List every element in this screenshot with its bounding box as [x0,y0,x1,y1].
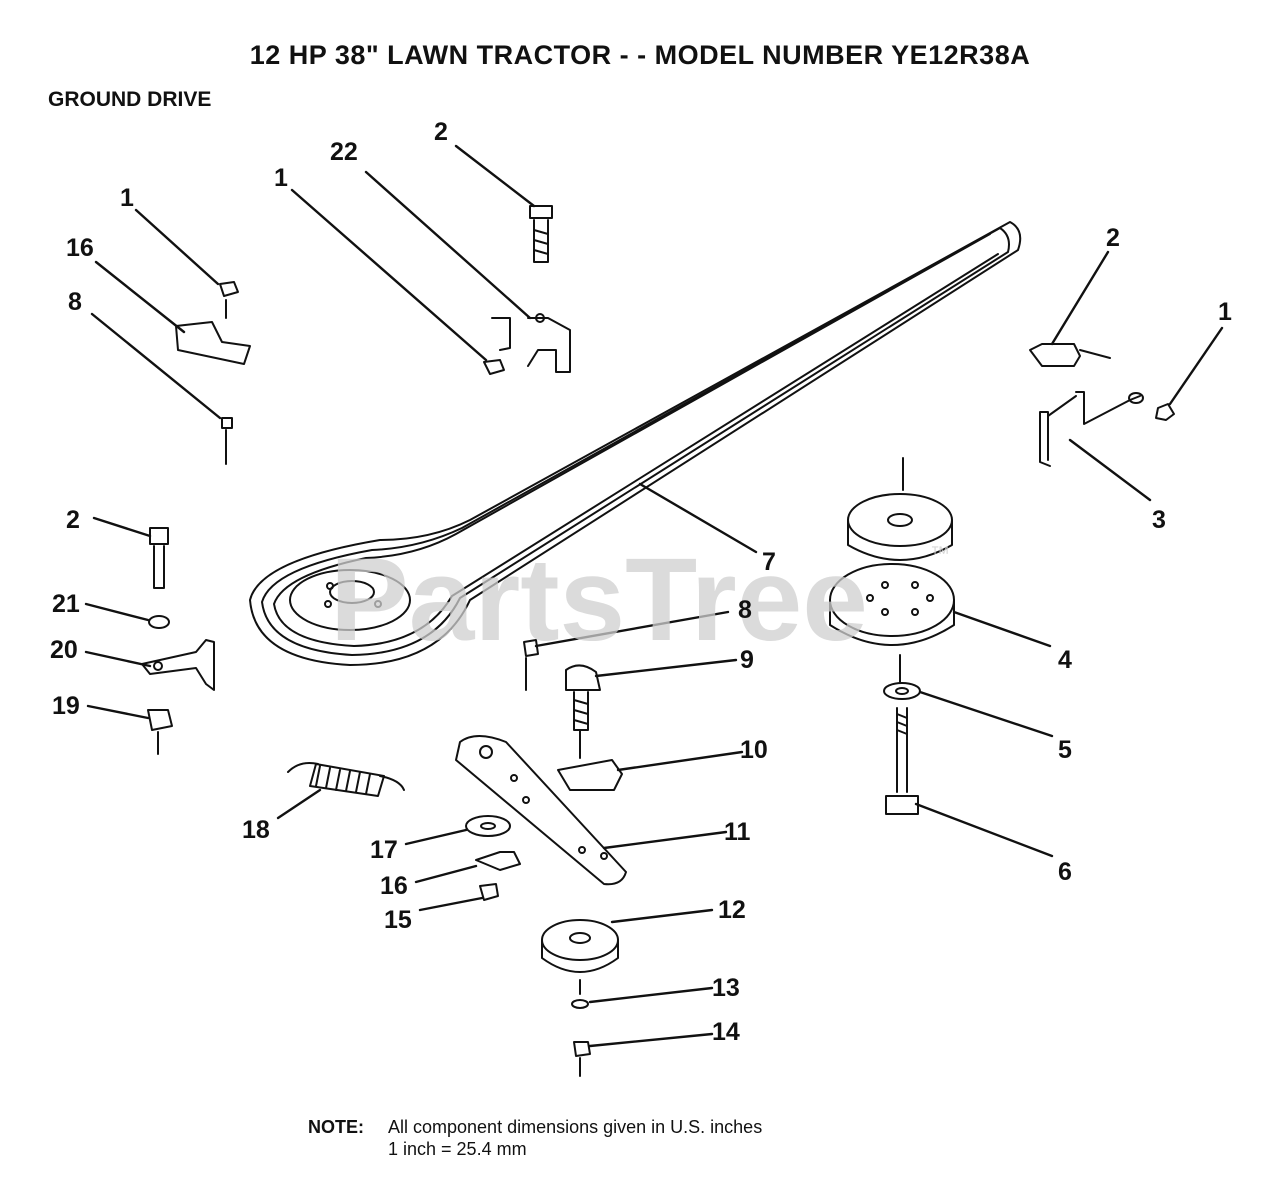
note-text: All component dimensions given in U.S. i… [388,1117,763,1137]
callout-label: 8 [68,288,82,316]
callout-label: 2 [66,506,80,534]
callout-label: 9 [740,646,754,674]
bracket-rod-part-3 [1029,343,1175,467]
callout-label: 3 [1152,506,1166,534]
washer-part-5 [883,682,921,700]
callout-label: 1 [120,184,134,212]
double-pulley-part [829,457,955,683]
spring-part-18 [287,762,405,797]
note-label: NOTE: [308,1117,364,1137]
note-conversion: 1 inch = 25.4 mm [388,1139,527,1159]
callout-label: 4 [1058,646,1072,674]
idler-small-hardware [465,815,521,901]
callout-label: 19 [52,692,80,720]
left-hardware-stack [141,527,215,755]
callout-label: 21 [52,590,80,618]
drive-pulley-left [289,569,411,631]
callout-label: 8 [738,596,752,624]
callout-label: 1 [274,164,288,192]
callout-label: 22 [330,138,358,166]
callout-label: 7 [762,548,776,576]
bracket-part-16-left [175,281,251,465]
diagram-title: 12 HP 38" LAWN TRACTOR - - MODEL NUMBER … [249,40,1031,70]
callout-label: 14 [712,1018,740,1046]
callout-label: 18 [242,816,270,844]
watermark-trademark: ™ [930,543,950,565]
callout-label: 13 [712,974,740,1002]
callout-label: 2 [1106,224,1120,252]
callout-label: 16 [380,872,408,900]
callout-label: 15 [384,906,412,934]
callout-label: 10 [740,736,768,764]
watermark-text: PartsTree [330,534,868,666]
callout-label: 2 [434,118,448,146]
callout-label: 17 [370,836,398,864]
leader-lines [84,144,1224,1048]
bolt-part-6 [885,707,919,815]
section-subtitle: GROUND DRIVE [48,88,212,111]
callout-label: 6 [1058,858,1072,886]
bracket-part-22 [483,205,571,375]
callout-label: 1 [1218,298,1232,326]
callout-label: 16 [66,234,94,262]
callout-label: 12 [718,896,746,924]
idler-pulley-part-12 [541,919,619,1077]
callout-label: 5 [1058,736,1072,764]
callout-label: 20 [50,636,78,664]
idler-arm-assembly [455,639,627,886]
callout-labels: 1 16 8 1 22 2 2 1 3 7 4 5 6 2 21 20 19 8… [50,118,1232,1046]
callout-label: 11 [724,818,751,846]
v-belt-part [249,221,1022,666]
